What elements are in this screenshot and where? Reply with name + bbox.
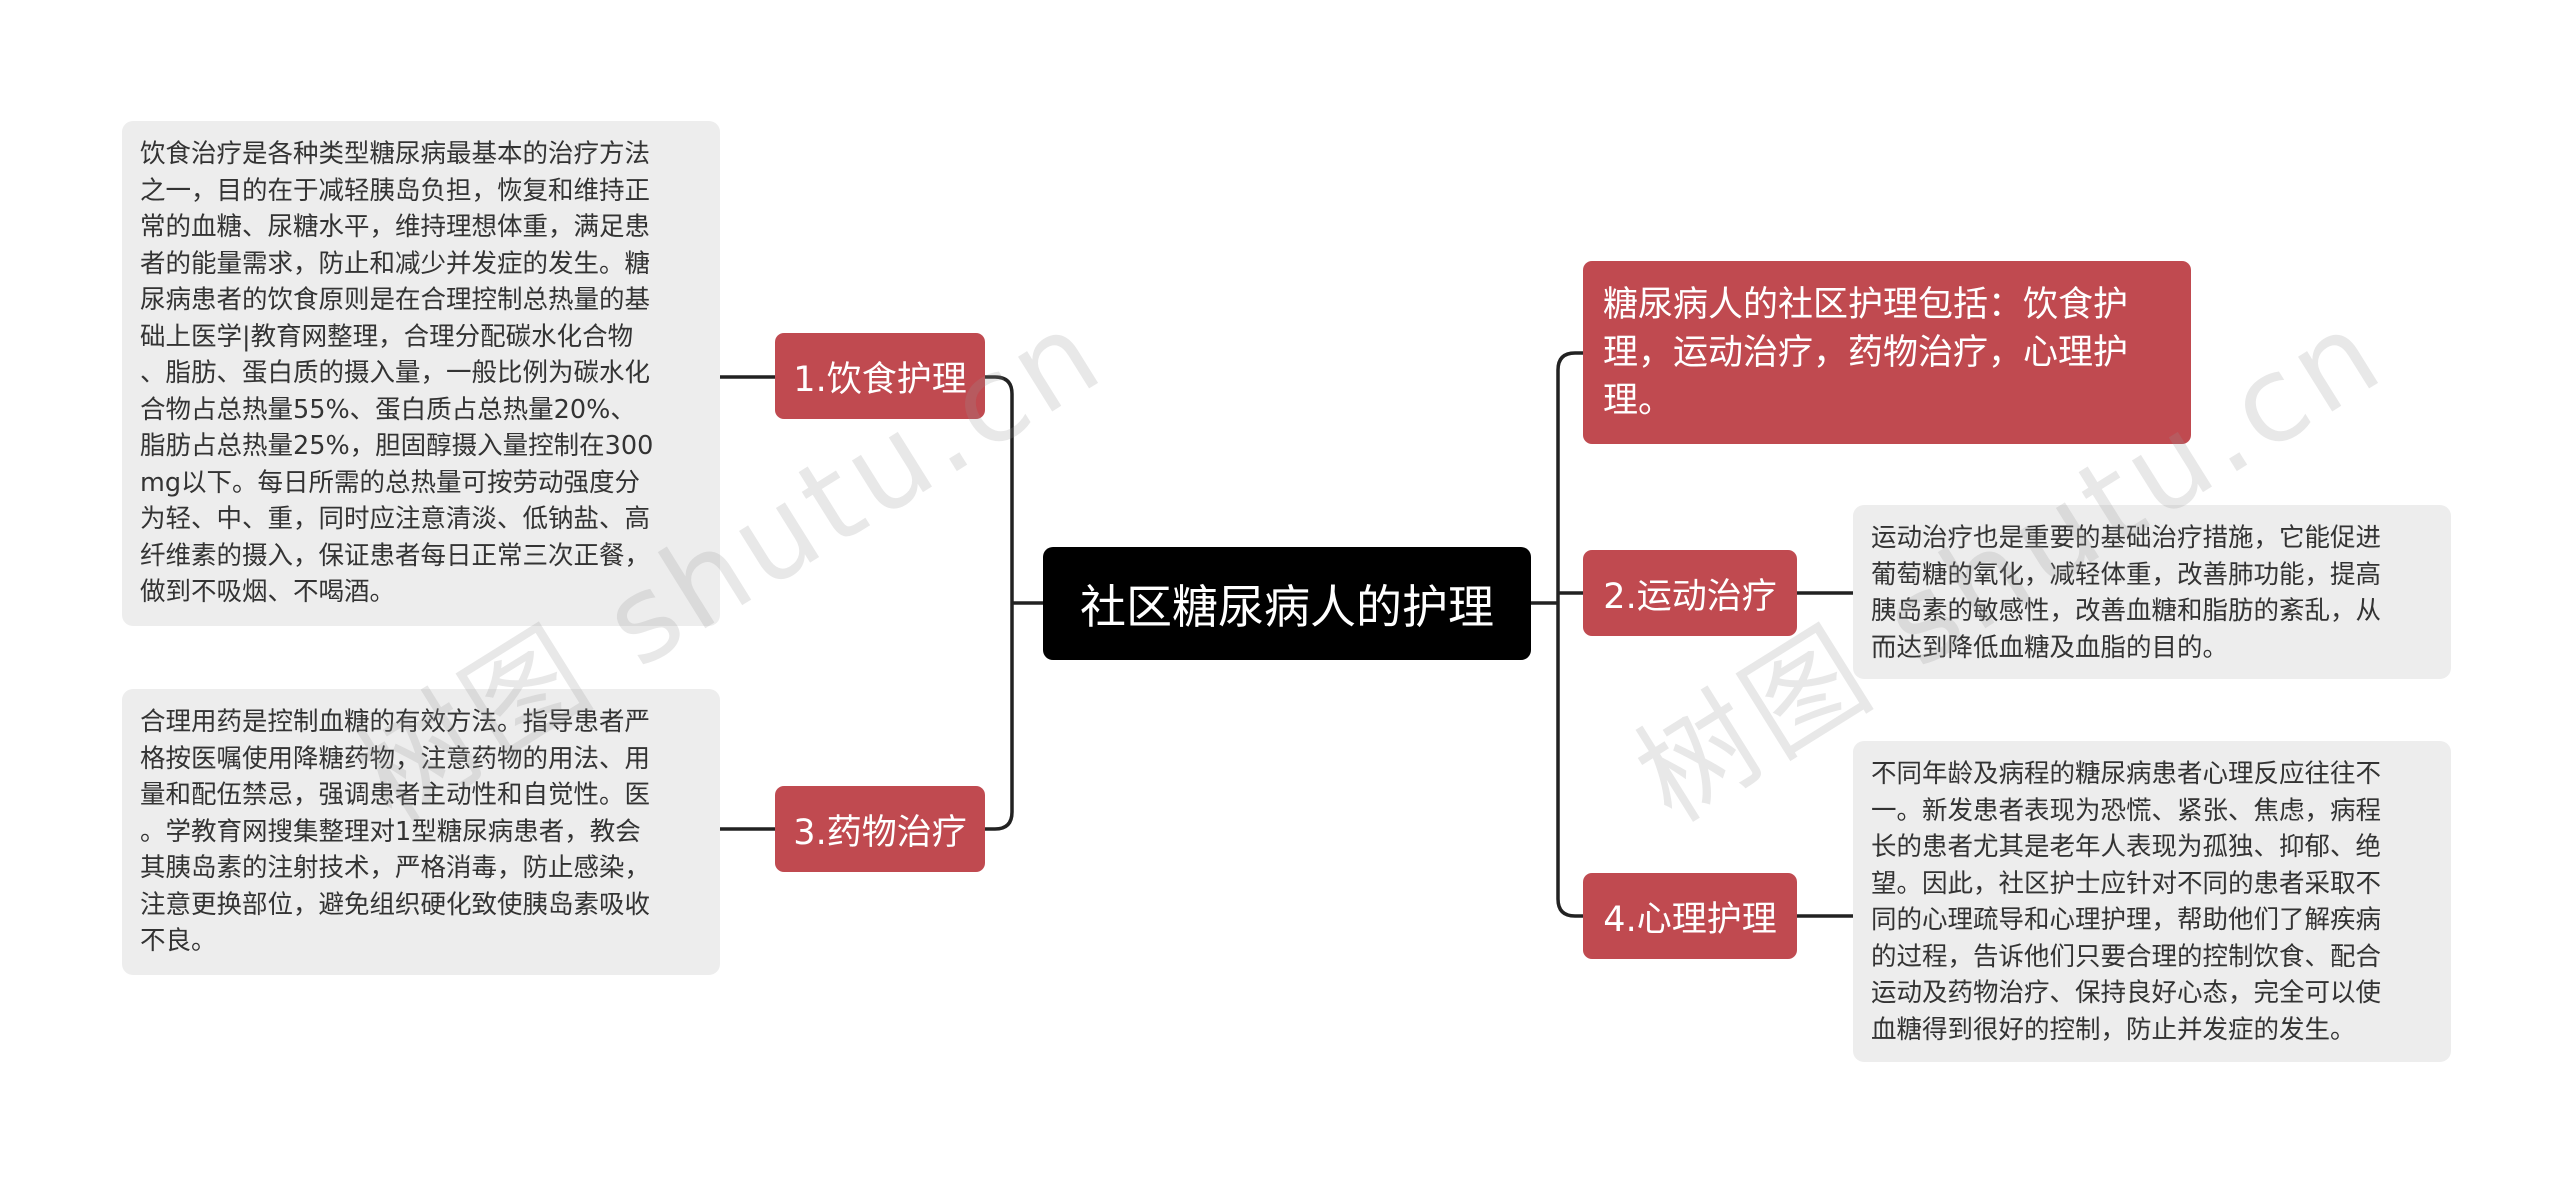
leaf-line: 量和配伍禁忌，强调患者主动性和自觉性。医	[140, 780, 651, 810]
leaf-diet-care-detail[interactable]: 饮食治疗是各种类型糖尿病最基本的治疗方法 之一，目的在于减轻胰岛负担，恢复和维持…	[122, 121, 720, 626]
leaf-line: 而达到降低血糖及血脂的目的。	[1871, 632, 2229, 663]
leaf-line: 注意更换部位，避免组织硬化致使胰岛素吸收	[140, 889, 651, 920]
leaf-line: 之一，目的在于减轻胰岛负担，恢复和维持正	[140, 175, 651, 206]
summary-line: 理，运动治疗，药物治疗，心理护	[1603, 333, 2129, 373]
branch-medication[interactable]: 3.药物治疗	[775, 786, 985, 872]
leaf-line: 尿病患者的饮食原则是在合理控制总热量的基	[140, 285, 651, 315]
leaf-line: 葡萄糖的氧化，减轻体重，改善肺功能，提高	[1871, 559, 2382, 590]
leaf-line: 不良。	[140, 926, 217, 956]
leaf-line: 运动治疗也是重要的基础治疗措施，它能促进	[1871, 523, 2382, 553]
root-topic[interactable]: 社区糖尿病人的护理	[1043, 547, 1531, 660]
leaf-line: 望。因此，社区护士应针对不同的患者采取不	[1871, 868, 2382, 899]
branch-psychological-care[interactable]: 4.心理护理	[1583, 873, 1797, 959]
leaf-exercise-detail[interactable]: 运动治疗也是重要的基础治疗措施，它能促进 葡萄糖的氧化，减轻体重，改善肺功能，提…	[1853, 505, 2451, 679]
leaf-line: 格按医嘱使用降糖药物，注意药物的用法、用	[140, 743, 651, 774]
leaf-line: 为轻、中、重，同时应注意清淡、低钠盐、高	[140, 504, 651, 534]
summary-line: 糖尿病人的社区护理包括：饮食护	[1603, 285, 2129, 325]
connector-right-spine	[1556, 351, 1583, 918]
branch-label: 3.药物治疗	[793, 812, 967, 853]
leaf-line: mg以下。每日所需的总热量可按劳动强度分	[140, 467, 641, 498]
leaf-line: 不同年龄及病程的糖尿病患者心理反应往往不	[1871, 759, 2382, 789]
branch-label: 4.心理护理	[1603, 899, 1777, 940]
leaf-line: 合物占总热量55%、蛋白质占总热量20%、	[140, 394, 636, 425]
leaf-line: 、脂肪、蛋白质的摄入量，一般比例为碳水化	[140, 358, 651, 388]
leaf-line: 脂肪占总热量25%，胆固醇摄入量控制在300	[140, 431, 654, 461]
leaf-psychological-detail[interactable]: 不同年龄及病程的糖尿病患者心理反应往往不 一。新发患者表现为恐慌、紧张、焦虑，病…	[1853, 741, 2451, 1062]
leaf-line: 饮食治疗是各种类型糖尿病最基本的治疗方法	[140, 139, 651, 169]
leaf-line: 其胰岛素的注射技术，严格消毒，防止感染，	[140, 853, 651, 883]
leaf-line: 础上医学|教育网整理，合理分配碳水化合物	[140, 321, 634, 352]
branch-diet-care[interactable]: 1.饮食护理	[775, 333, 985, 419]
leaf-line: 长的患者尤其是老年人表现为孤独、抑郁、绝	[1871, 832, 2382, 862]
leaf-line: 。学教育网搜集整理对1型糖尿病患者，教会	[140, 816, 641, 847]
root-title: 社区糖尿病人的护理	[1080, 579, 1494, 634]
branch-exercise[interactable]: 2.运动治疗	[1583, 550, 1797, 636]
branch-label: 1.饮食护理	[793, 359, 967, 400]
leaf-line: 者的能量需求，防止和减少并发症的发生。糖	[140, 248, 651, 279]
leaf-line: 的过程，告诉他们只要合理的控制饮食、配合	[1871, 941, 2382, 972]
leaf-medication-detail[interactable]: 合理用药是控制血糖的有效方法。指导患者严 格按医嘱使用降糖药物，注意药物的用法、…	[122, 689, 720, 975]
leaf-line: 血糖得到很好的控制，防止并发症的发生。	[1871, 1014, 2356, 1045]
leaf-line: 常的血糖、尿糖水平，维持理想体重，满足患	[140, 212, 651, 242]
leaf-line: 一。新发患者表现为恐慌、紧张、焦虑，病程	[1871, 795, 2382, 826]
summary-line: 理。	[1603, 381, 1674, 421]
leaf-line: 同的心理疏导和心理护理，帮助他们了解疾病	[1871, 905, 2382, 935]
leaf-line: 做到不吸烟、不喝酒。	[140, 577, 396, 607]
leaf-line: 合理用药是控制血糖的有效方法。指导患者严	[140, 707, 651, 737]
branch-label: 2.运动治疗	[1603, 576, 1777, 617]
connector-left-spine	[985, 375, 1014, 831]
leaf-line: 胰岛素的敏感性，改善血糖和脂肪的紊乱，从	[1871, 596, 2382, 626]
leaf-line: 纤维素的摄入，保证患者每日正常三次正餐，	[140, 540, 651, 571]
leaf-line: 运动及药物治疗、保持良好心态，完全可以使	[1871, 978, 2382, 1008]
summary-topic[interactable]: 糖尿病人的社区护理包括：饮食护 理，运动治疗，药物治疗，心理护 理。	[1583, 261, 2191, 444]
